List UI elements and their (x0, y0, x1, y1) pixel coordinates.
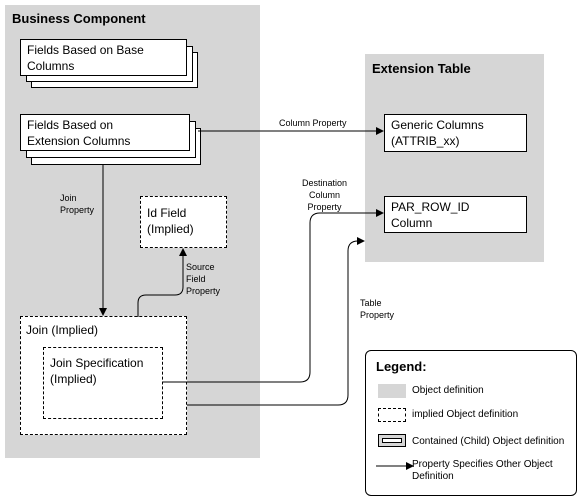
join-label: Join (Implied) (26, 323, 99, 337)
source-field-property-arrow (137, 248, 187, 317)
legend-swatch-implied (378, 408, 406, 422)
id-field-label: Id Field (Implied) (147, 206, 194, 236)
legend-title: Legend: (376, 359, 427, 374)
legend-swatch-contained (378, 434, 406, 447)
generic-columns-label: Generic Columns (ATTRIB_xx) (391, 118, 484, 148)
base-columns-label: Fields Based on Base Columns (27, 43, 144, 73)
par-row-id-box: PAR_ROW_ID Column (384, 196, 527, 233)
column-property-label: Column Property (279, 118, 347, 128)
extension-table-title: Extension Table (372, 61, 471, 76)
legend-swatch-object (378, 384, 406, 398)
business-component-title: Business Component (12, 11, 146, 26)
join-property-label: Join Property (60, 193, 95, 215)
base-columns-box: Fields Based on Base Columns (20, 39, 187, 76)
destination-column-property-label: Destination Column Property (302, 178, 348, 212)
extension-columns-box: Fields Based on Extension Columns (20, 114, 190, 151)
source-field-property-label: Source Field Property (186, 262, 221, 296)
table-property-label: Table Property (360, 298, 395, 320)
legend-contained-object-definition: Contained (Child) Object definition (412, 436, 565, 447)
legend-object-definition: Object definition (412, 385, 484, 396)
legend: Legend: Object definition implied Object… (365, 350, 577, 496)
id-field-box: Id Field (Implied) (140, 196, 227, 248)
join-spec-label: Join Specification (Implied) (50, 356, 144, 386)
par-row-id-label: PAR_ROW_ID Column (391, 200, 470, 230)
legend-arrow-icon (376, 462, 414, 470)
destination-column-property-arrow (163, 209, 384, 383)
generic-columns-box: Generic Columns (ATTRIB_xx) (384, 114, 527, 152)
join-spec-box: Join Specification (Implied) (43, 347, 163, 419)
extension-columns-label: Fields Based on Extension Columns (27, 118, 131, 148)
legend-property-specifies: Property Specifies Other Object Definiti… (412, 459, 553, 482)
legend-implied-object-definition: implied Object definition (412, 409, 519, 420)
table-property-arrow (187, 237, 365, 406)
